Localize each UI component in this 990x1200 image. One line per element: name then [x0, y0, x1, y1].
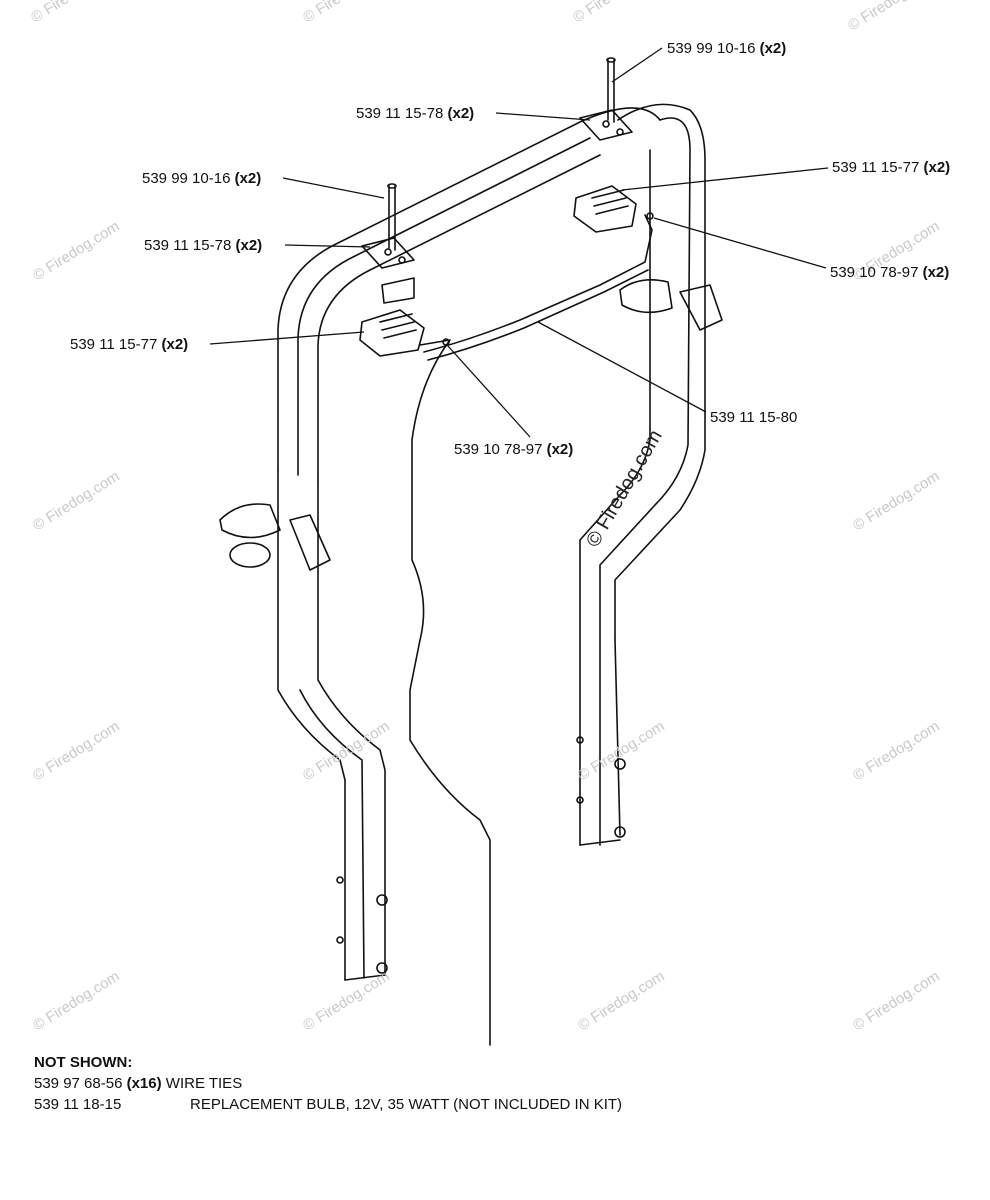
part-number: 539 97 68-56: [34, 1075, 123, 1092]
part-number: 539 99 10-16: [142, 170, 231, 187]
part-number: 539 99 10-16: [667, 40, 756, 57]
quantity: (x2): [161, 336, 189, 353]
part-number: 539 11 15-80: [710, 409, 798, 426]
item-description: WIRE TIES: [165, 1075, 243, 1092]
part-number: 539 11 18-15: [34, 1096, 122, 1113]
part-number: 539 11 15-78: [144, 237, 232, 254]
left-light: [359, 309, 425, 357]
not-shown-item: 539 97 68-56 (x16) WIRE TIES: [34, 1073, 242, 1094]
part-number: 539 11 15-77: [832, 159, 920, 176]
right-light: [573, 185, 637, 233]
quantity: (x2): [235, 237, 263, 254]
not-shown-header: NOT SHOWN:: [34, 1054, 133, 1071]
callout-label: 539 11 15-78 (x2): [144, 237, 262, 255]
right-handle-tube: [579, 103, 706, 846]
right-knob: [619, 279, 723, 331]
right-nut: [646, 212, 654, 220]
callout-label: 539 99 10-16 (x2): [667, 40, 786, 58]
callout-label: 539 10 78-97 (x2): [454, 441, 573, 459]
left-knob: [219, 503, 331, 571]
part-number: 539 11 15-78: [356, 105, 444, 122]
part-number: 539 10 78-97: [454, 441, 543, 458]
quantity: (x2): [922, 264, 950, 281]
quantity: (x2): [546, 441, 574, 458]
quantity: (x2): [447, 105, 475, 122]
not-shown-item: 539 11 18-15 REPLACEMENT BULB, 12V, 35 W…: [34, 1094, 622, 1115]
quantity: (x2): [759, 40, 787, 57]
leader-lines: [209, 47, 829, 438]
not-shown-notes: NOT SHOWN: 539 97 68-56 (x16) WIRE TIES …: [34, 1052, 622, 1115]
callout-label: 539 99 10-16 (x2): [142, 170, 261, 188]
callout-label: 539 11 15-77 (x2): [832, 159, 950, 177]
left-nut: [442, 338, 450, 346]
part-number: 539 10 78-97: [830, 264, 919, 281]
left-bracket: [361, 183, 415, 304]
quantity: (x2): [234, 170, 262, 187]
quantity: (x2): [923, 159, 951, 176]
callout-label: 539 11 15-80: [710, 409, 797, 427]
callout-label: 539 11 15-78 (x2): [356, 105, 474, 123]
item-description: REPLACEMENT BULB, 12V, 35 WATT (NOT INCL…: [190, 1096, 623, 1113]
callout-label: 539 11 15-77 (x2): [70, 336, 188, 354]
callout-label: 539 10 78-97 (x2): [830, 264, 949, 282]
wire-harness: [409, 214, 653, 1046]
quantity: (x16): [126, 1075, 162, 1092]
part-number: 539 11 15-77: [70, 336, 158, 353]
tube-bolts: [336, 736, 626, 974]
top-bracket: [579, 57, 633, 141]
